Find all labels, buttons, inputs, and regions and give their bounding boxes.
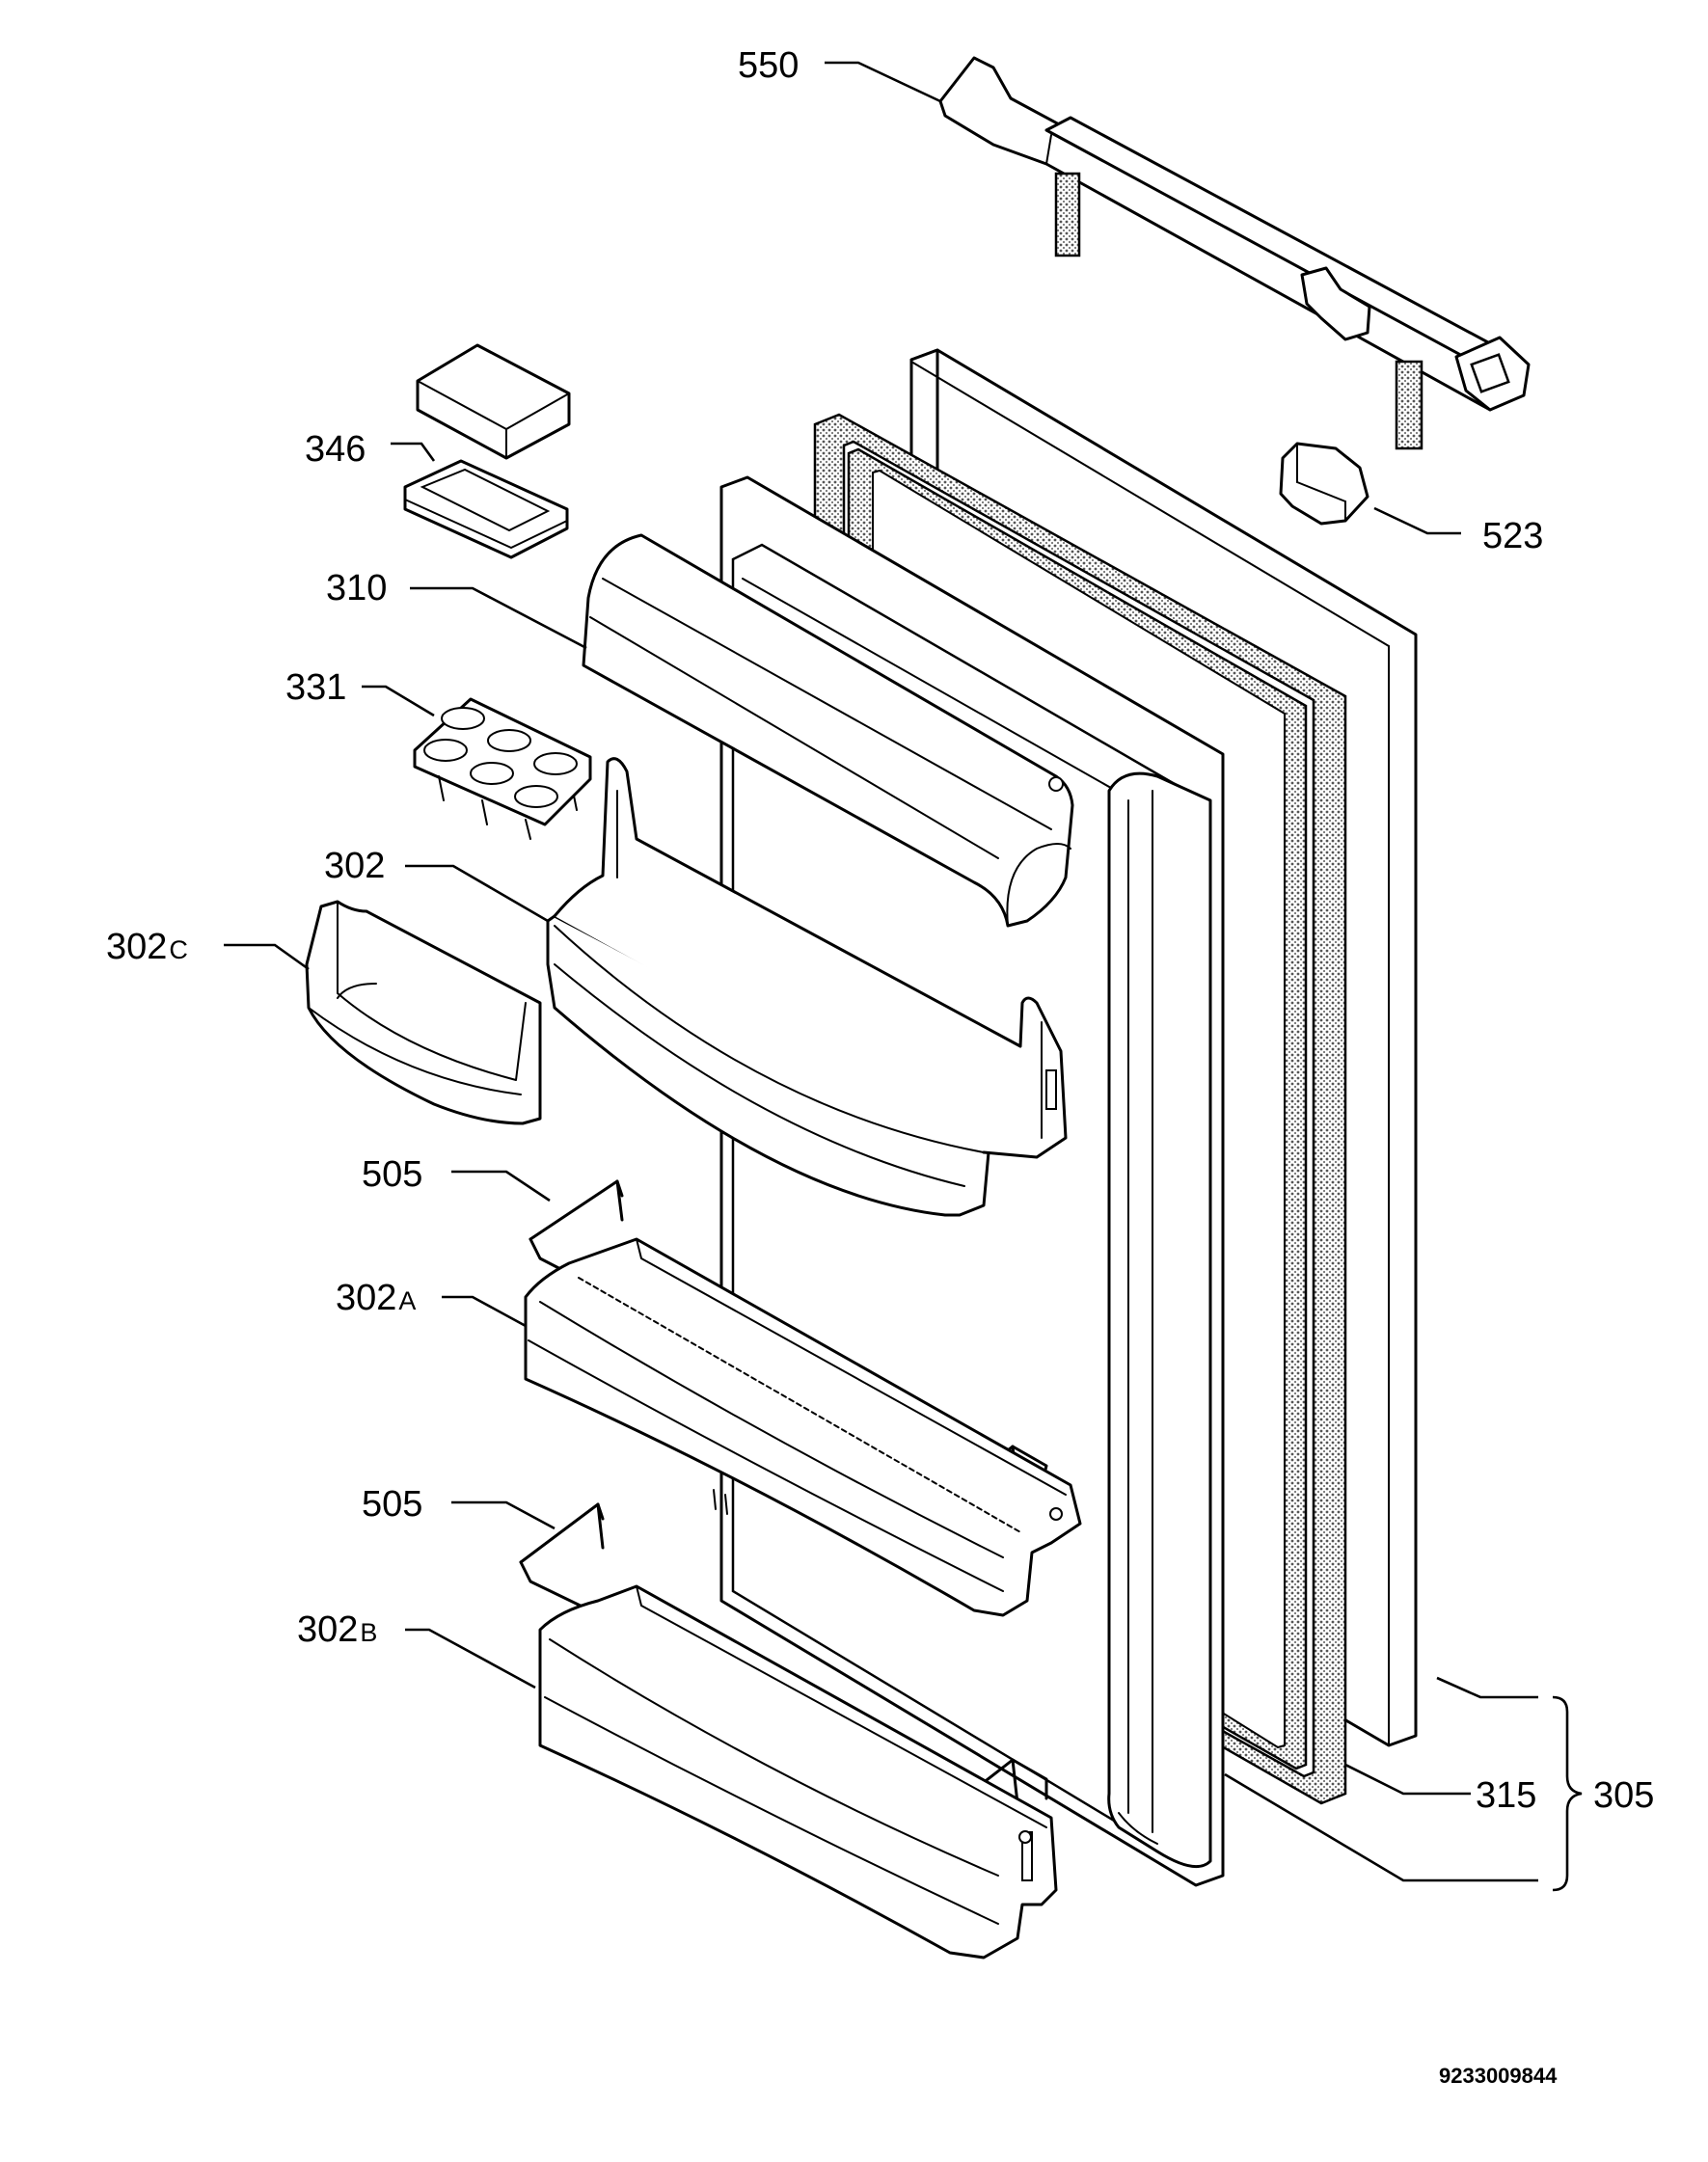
dairy-compartment-flap [582, 533, 1074, 928]
label-550: 550 [738, 45, 799, 86]
leader-lines [224, 61, 1538, 1882]
door-front-frame [1107, 771, 1212, 1869]
hinge-bar [938, 56, 1531, 450]
door-shelf-large [546, 757, 1068, 1217]
door-shelf-a [524, 1237, 1082, 1617]
hinge-cover-block [1279, 442, 1369, 526]
egg-tray [413, 697, 592, 840]
bottle-retainer-wire-lower [519, 1502, 1048, 1805]
label-346: 346 [305, 429, 366, 470]
butter-compartment [403, 343, 571, 559]
label-505-lower: 505 [362, 1484, 422, 1525]
label-523: 523 [1482, 516, 1543, 556]
label-302a: 302A [336, 1278, 416, 1318]
label-302: 302 [324, 846, 385, 886]
label-315: 315 [1476, 1775, 1536, 1816]
label-310: 310 [326, 568, 387, 608]
group-brace [1552, 1695, 1583, 1892]
door-shelf-b [538, 1584, 1058, 1959]
door-shelf-side-box [305, 900, 542, 1125]
document-id: 9233009844 [1439, 2064, 1558, 2088]
label-305: 305 [1593, 1775, 1654, 1816]
label-302b: 302B [297, 1609, 377, 1650]
label-302c: 302C [106, 927, 188, 967]
label-505-upper: 505 [362, 1154, 422, 1195]
label-331: 331 [285, 667, 346, 708]
